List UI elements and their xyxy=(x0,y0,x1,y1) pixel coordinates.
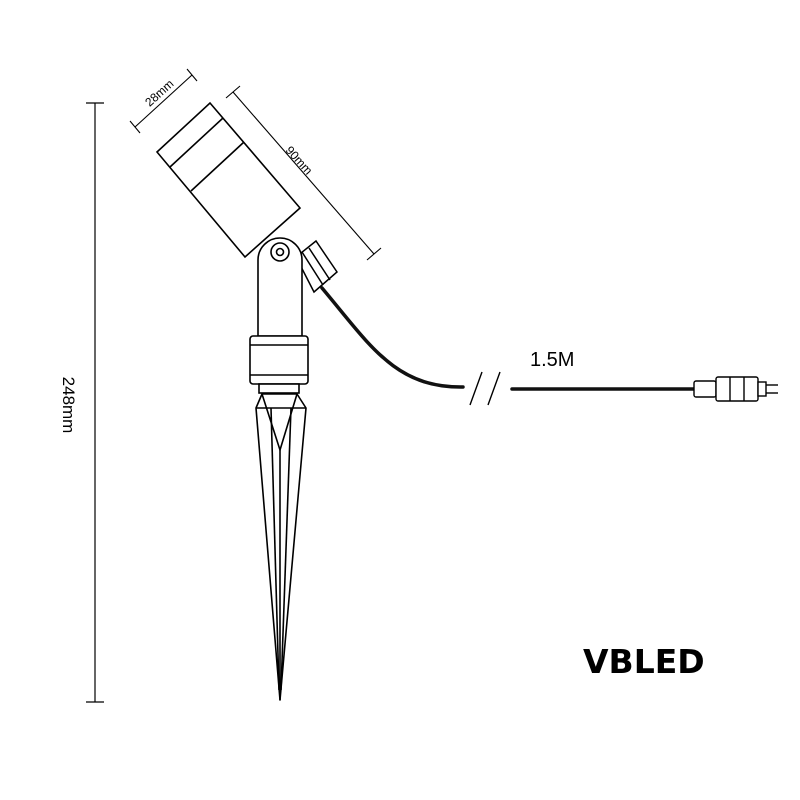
connector-plug xyxy=(693,376,778,402)
mounting-bracket xyxy=(257,237,303,337)
power-cable xyxy=(320,286,697,391)
ground-spike xyxy=(255,393,307,701)
height-dimension-label: 248mm xyxy=(59,377,78,434)
cable-break-marks xyxy=(469,371,501,406)
cable-length-label: 1.5M xyxy=(530,349,574,371)
cable-gland xyxy=(295,239,338,294)
height-dimension xyxy=(86,102,104,703)
collar xyxy=(249,335,309,394)
brand-logo: VBLED xyxy=(583,642,705,681)
head-length-label: 90mm xyxy=(283,143,316,177)
head-length-dimension xyxy=(225,85,382,261)
lamp-head xyxy=(155,101,302,259)
head-diameter-dimension xyxy=(129,68,198,134)
